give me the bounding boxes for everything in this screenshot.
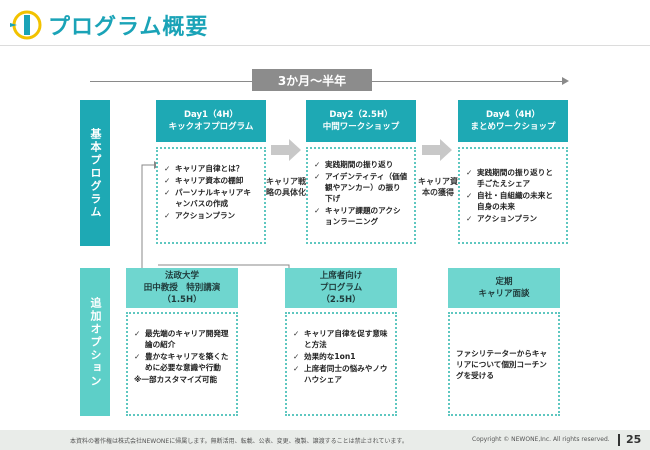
option3-header: 定期 キャリア面談 — [448, 268, 560, 308]
list-item: ✓ 最先端のキャリア開発理論の紹介 — [134, 328, 230, 350]
option2-content: ✓ キャリア自律を促す意味と方法 ✓ 効果的な1on1 ✓ 上席者同士の悩みやノウハウ… — [285, 312, 397, 416]
check-icon: ✓ — [293, 352, 300, 361]
option2-title-line: 上席者向け — [319, 271, 363, 281]
check-icon: ✓ — [293, 329, 300, 338]
check-icon: ✓ — [466, 168, 473, 177]
item-text: アイデンティティ（価値観やアンカー）の振り下げ — [325, 172, 408, 203]
item-text: パーソナルキャリアキャンバスの作成 — [175, 188, 251, 208]
check-icon: ✓ — [314, 172, 321, 181]
list-item: ✓ 上席者同士の悩みやノウハウシェア — [293, 363, 389, 385]
check-icon: ✓ — [164, 176, 171, 185]
footer-bar — [0, 430, 650, 450]
check-icon: ✓ — [134, 329, 141, 338]
list-item: ✓ 効果的な1on1 — [293, 351, 389, 362]
option3-title-line: 定期 — [495, 277, 513, 287]
option-label: 追加オプション — [80, 268, 110, 416]
item-text: 上席者同士の悩みやノウハウシェア — [304, 364, 388, 384]
check-icon: ✓ — [164, 211, 171, 220]
list-item: ✓ キャリア自律を促す意味と方法 — [293, 328, 389, 350]
option1-header: 法政大学 田中教授 特別講演 （1.5H） — [126, 268, 238, 308]
item-text: 自社・自組織の未来と自身の未来 — [477, 191, 553, 211]
right-arrow-icon — [271, 139, 301, 161]
item-text: キャリア課題のアクションラーニング — [325, 206, 401, 226]
day2-header: Day2（2.5H） 中間ワークショップ — [306, 100, 416, 142]
between-label-1: キャリア戦略の具体化 — [266, 177, 306, 197]
day4-title: Day4（4H） — [485, 110, 540, 120]
page-divider — [618, 434, 620, 446]
list-item: ✓ アクションプラン — [164, 210, 258, 221]
list-item: ✓ キャリア自律とは？ — [164, 163, 258, 174]
between-label-2: キャリア資本の獲得 — [418, 177, 458, 197]
check-icon: ✓ — [293, 364, 300, 373]
option1-title-line: 田中教授 特別講演 — [143, 283, 221, 293]
item-text: キャリア自律を促す意味と方法 — [304, 329, 388, 349]
day1-subtitle: キックオフプログラム — [168, 122, 254, 132]
check-icon: ✓ — [314, 160, 321, 169]
day2-subtitle: 中間ワークショップ — [322, 122, 400, 132]
option1-title-line: 法政大学 — [164, 271, 199, 281]
list-item: ✓ 豊かなキャリアを築くために必要な意識や行動 — [134, 351, 230, 373]
list-item: ✓ パーソナルキャリアキャンバスの作成 — [164, 187, 258, 209]
list-item: ✓ キャリア資本の棚卸 — [164, 175, 258, 186]
day1-header: Day1（4H） キックオフプログラム — [156, 100, 266, 142]
item-text: 豊かなキャリアを築くために必要な意識や行動 — [145, 352, 229, 372]
period-label: 3か月〜半年 — [252, 69, 372, 91]
check-icon: ✓ — [466, 214, 473, 223]
day4-subtitle: まとめワークショップ — [470, 122, 556, 132]
day4-header: Day4（4H） まとめワークショップ — [458, 100, 568, 142]
right-arrow-icon — [422, 139, 452, 161]
check-icon: ✓ — [134, 352, 141, 361]
list-item: ✓ アクションプラン — [466, 213, 560, 224]
copyright-notice: 本資料の著作権は株式会社NEWONEに帰属します。無断活用、転載、公表、変更、複… — [70, 438, 408, 445]
item-text: アクションプラン — [175, 211, 236, 220]
check-icon: ✓ — [164, 188, 171, 197]
option1-title-line: （1.5H） — [162, 295, 202, 305]
basic-program-label: 基本プログラム — [80, 100, 110, 246]
item-text: 実践期間の振り返りと手ごたえシェア — [477, 168, 553, 188]
item-text: キャリア資本の棚卸 — [175, 176, 244, 185]
newone-logo-icon — [10, 10, 42, 40]
option3-title-line: キャリア面談 — [478, 289, 530, 299]
page-title: プログラム概要 — [48, 15, 209, 40]
option3-text: ファシリテーターからキャリアについて個別コーチングを受ける — [456, 349, 548, 380]
day1-title: Day1（4H） — [183, 110, 238, 120]
list-item: ✓ 実践期間の振り返り — [314, 159, 408, 170]
list-item: ✓ 実践期間の振り返りと手ごたえシェア — [466, 167, 560, 189]
list-item: ✓ キャリア課題のアクションラーニング — [314, 205, 408, 227]
day1-content: ✓ キャリア自律とは？ ✓ キャリア資本の棚卸 ✓ パーソナルキャリアキャンバスの作成… — [156, 147, 266, 244]
check-icon: ✓ — [314, 206, 321, 215]
timeline-arrow-icon — [562, 77, 569, 85]
check-icon: ✓ — [466, 191, 473, 200]
copyright: Copyright © NEWONE,Inc. All rights reser… — [472, 436, 610, 443]
option2-title-line: （2.5H） — [321, 295, 361, 305]
item-text: キャリア自律とは？ — [175, 164, 244, 173]
customize-note: ※一部カスタマイズ可能 — [134, 375, 218, 384]
list-item: ✓ アイデンティティ（価値観やアンカー）の振り下げ — [314, 171, 408, 204]
check-icon: ✓ — [164, 164, 171, 173]
option2-header: 上席者向け プログラム （2.5H） — [285, 268, 397, 308]
title-divider — [0, 45, 650, 46]
item-text: アクションプラン — [477, 214, 538, 223]
day4-content: ✓ 実践期間の振り返りと手ごたえシェア ✓ 自社・自組織の未来と自身の未来 ✓ アクシ… — [458, 147, 568, 244]
list-item: ✓ 自社・自組織の未来と自身の未来 — [466, 190, 560, 212]
option1-content: ✓最先端のキャリア開発理論の紹介 ✓豊かなキャリアを築くために必要な意識や行動 … — [126, 312, 238, 416]
day2-content: ✓ 実践期間の振り返り ✓ アイデンティティ（価値観やアンカー）の振り下げ ✓ キャリ… — [306, 147, 416, 244]
page-number: 25 — [626, 433, 642, 446]
item-text: 実践期間の振り返り — [325, 160, 394, 169]
item-text: 効果的な1on1 — [304, 352, 356, 361]
option3-content: ファシリテーターからキャリアについて個別コーチングを受ける — [448, 312, 560, 416]
day2-title: Day2（2.5H） — [329, 110, 393, 120]
item-text: 最先端のキャリア開発理論の紹介 — [145, 329, 229, 349]
option2-title-line: プログラム — [319, 283, 363, 293]
